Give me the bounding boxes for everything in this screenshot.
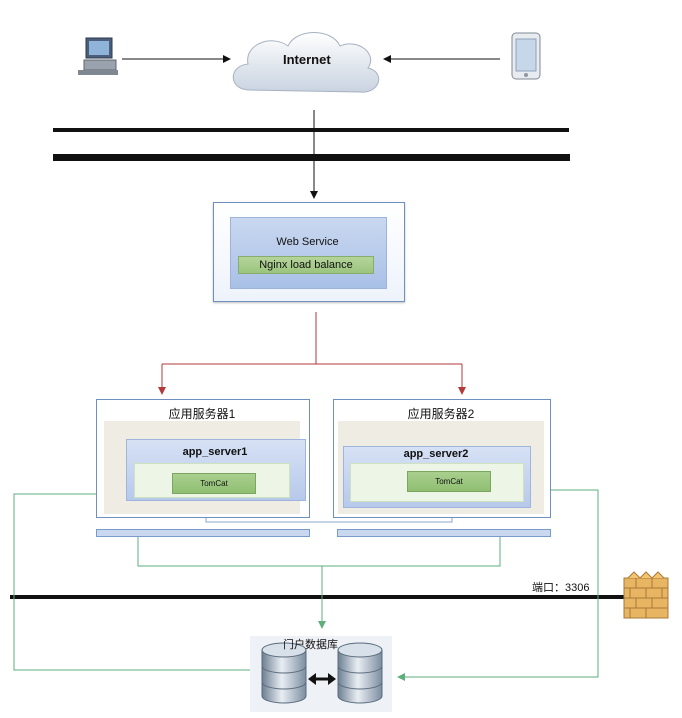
- app-server-2-name: app_server2: [403, 448, 469, 460]
- web-service-panel: [230, 217, 387, 289]
- mobile-phone-icon: [511, 32, 541, 80]
- firewall-icon: [623, 571, 669, 619]
- app-server-2-base: [337, 529, 551, 537]
- tomcat-1: TomCat: [172, 473, 256, 494]
- database-icon: [261, 642, 307, 704]
- app-server-1-title: 应用服务器1: [168, 407, 236, 421]
- database-label: 门户数据库: [283, 639, 338, 651]
- database-icon: [337, 642, 383, 704]
- cloud-icon: [232, 32, 380, 93]
- internet-label: Internet: [283, 52, 331, 67]
- app-server-2-title: 应用服务器2: [407, 407, 475, 421]
- replication-arrow: [308, 673, 336, 685]
- port-label: 端口：3306: [532, 582, 590, 594]
- web-service-title: Web Service: [276, 236, 339, 248]
- app-server-1-name: app_server1: [182, 446, 248, 458]
- nginx-load-balance-bar: Nginx load balance: [238, 256, 374, 274]
- app-server-1-base: [96, 529, 310, 537]
- tomcat-2: TomCat: [407, 471, 491, 492]
- desktop-computer-icon: [78, 37, 118, 75]
